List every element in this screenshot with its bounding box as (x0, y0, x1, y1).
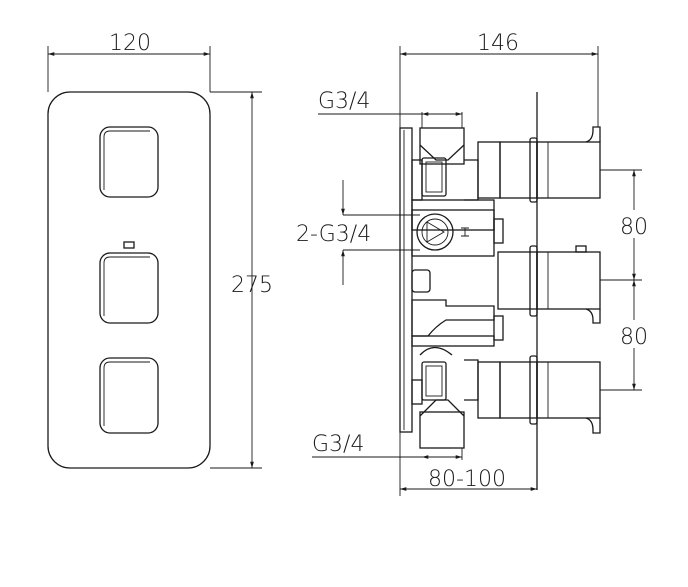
control-button-bottom (99, 357, 159, 434)
handle-middle (497, 245, 601, 324)
side-outlets-label: 2-G3/4 (296, 222, 371, 247)
handle-top (477, 126, 601, 203)
faceplate-outline (47, 91, 211, 469)
bottom-inlet-label: G3/4 (312, 432, 364, 457)
mounting-plate (399, 127, 413, 433)
control-button-middle (99, 252, 159, 324)
valve-body (411, 127, 504, 449)
front-view: 120 275 (47, 31, 273, 469)
handle-bottom (477, 355, 601, 434)
side-view: 146 G3/4 2-G3/4 G3/4 80-100 80 80 (296, 31, 652, 496)
front-height-label: 275 (231, 273, 273, 298)
spacing-upper-label: 80 (620, 215, 648, 240)
control-button-top (99, 126, 159, 198)
spacing-lower-label: 80 (620, 325, 648, 350)
top-inlet-label: G3/4 (318, 89, 370, 114)
indicator-pin (123, 241, 135, 249)
front-width-label: 120 (109, 31, 151, 56)
side-depth-label: 146 (477, 31, 519, 56)
wall-depth-label: 80-100 (428, 467, 506, 492)
